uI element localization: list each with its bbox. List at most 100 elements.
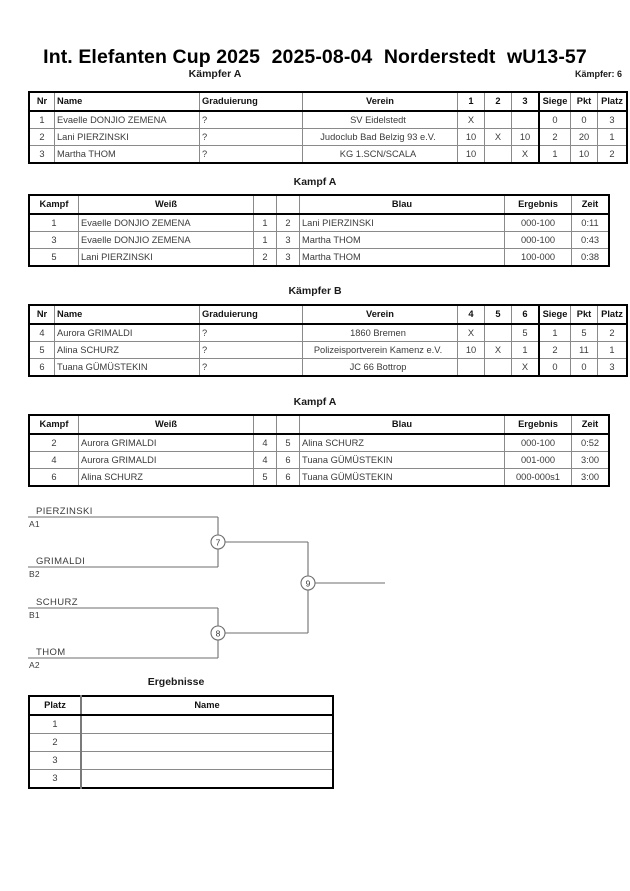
kampf-a2-table: Kampf Weiß Blau Ergebnis Zeit 2 Aurora G… (28, 414, 610, 487)
col-score-5: 5 (484, 305, 512, 325)
cell-weiss: Alina SCHURZ (78, 468, 254, 486)
cell-num-weiss: 1 (253, 214, 277, 232)
cell-num-blau: 6 (276, 468, 300, 486)
cell-siege: 0 (539, 358, 571, 376)
cell-nr: 3 (29, 145, 55, 163)
cell-score-4: X (457, 324, 485, 342)
col-nr: Nr (29, 305, 55, 325)
col-siege: Siege (539, 92, 571, 112)
cell-score-6: 5 (511, 324, 540, 342)
cell-nr: 1 (29, 111, 55, 129)
cell-score-3 (511, 111, 540, 129)
cell-ergebnis: 100-000 (504, 248, 572, 266)
col-graduierung: Graduierung (199, 305, 303, 325)
cell-name: Martha THOM (54, 145, 200, 163)
bracket-slot-name: THOM (36, 647, 66, 658)
cell-graduierung: ? (199, 111, 303, 129)
bracket-slot-code: B2 (29, 569, 40, 579)
cell-score-2 (484, 111, 512, 129)
bracket-match-number: 7 (216, 538, 221, 548)
col-platz: Platz (597, 92, 627, 112)
cell-kampf: 4 (29, 451, 79, 469)
col-name: Name (81, 696, 333, 716)
col-score-2: 2 (484, 92, 512, 112)
cell-platz: 2 (597, 324, 627, 342)
pool-a-table: Nr Name Graduierung Verein 1 2 3 Siege P… (28, 91, 628, 164)
cell-platz: 2 (29, 733, 82, 752)
col-num-blau (276, 195, 300, 215)
cell-nr: 2 (29, 128, 55, 146)
col-kampf: Kampf (29, 195, 79, 215)
cell-score-2 (484, 145, 512, 163)
bracket-slot-code: B1 (29, 610, 40, 620)
cell-graduierung: ? (199, 324, 303, 342)
cell-platz: 3 (609, 362, 615, 372)
cell-num-blau: 2 (276, 214, 300, 232)
cell-platz: 3 (29, 751, 82, 770)
event-name: Int. Elefanten Cup 2025 (43, 46, 261, 68)
pool-b-table: Nr Name Graduierung Verein 4 5 6 Siege P… (28, 304, 628, 377)
cell-num-weiss: 5 (253, 468, 277, 486)
event-category: wU13-57 (507, 46, 587, 68)
table-header-row: Platz Name (29, 696, 333, 716)
col-score-1: 1 (457, 92, 485, 112)
table-row: 2 Aurora GRIMALDI 4 5 Alina SCHURZ 000-1… (29, 434, 609, 452)
bracket-slot-code: A2 (29, 660, 40, 670)
cell-score-6: 1 (511, 341, 540, 359)
cell-verein: JC 66 Bottrop (302, 358, 458, 376)
cell-nr: 6 (29, 358, 55, 376)
cell-num-blau: 3 (276, 231, 300, 249)
table-row: 3 Evaelle DONJIO ZEMENA 1 3 Martha THOM … (29, 231, 609, 249)
cell-siege: 0 (539, 111, 571, 129)
cell-platz: 1 (597, 128, 627, 146)
cell-blau: Alina SCHURZ (299, 434, 505, 452)
cell-ergebnis: 000-100 (504, 231, 572, 249)
cell-name[interactable] (81, 733, 333, 752)
cell-zeit: 0:43 (571, 231, 609, 249)
col-verein: Verein (302, 305, 458, 325)
cell-ergebnis: 000-000s1 (504, 468, 572, 486)
table-row: 2 Lani PIERZINSKI ? Judoclub Bad Belzig … (29, 128, 627, 146)
cell-siege: 1 (539, 324, 571, 342)
cell-graduierung: ? (199, 341, 303, 359)
cell-score-3: 10 (511, 128, 540, 146)
cell-blau: Martha THOM (299, 231, 505, 249)
cell-verein: 1860 Bremen (302, 324, 458, 342)
kampf-a1-table: Kampf Weiß Blau Ergebnis Zeit 1 Evaelle … (28, 194, 610, 267)
col-zeit: Zeit (571, 195, 609, 215)
col-verein: Verein (302, 92, 458, 112)
cell-nr: 5 (29, 341, 55, 359)
cell-ergebnis: 001-000 (504, 451, 572, 469)
cell-weiss: Aurora GRIMALDI (78, 451, 254, 469)
cell-zeit: 0:11 (571, 214, 609, 232)
elimination-bracket: 7 8 9 PIERZINSKI A1 GRIMALDI B2 SCHURZ B… (0, 495, 420, 670)
cell-pkt: 10 (570, 145, 598, 163)
cell-blau: Tuana GÜMÜSTEKIN (299, 468, 505, 486)
cell-name[interactable] (81, 715, 333, 734)
cell-name[interactable] (81, 751, 333, 770)
bracket-slot-name: SCHURZ (36, 597, 78, 608)
cell-verein: SV Eidelstedt (302, 111, 458, 129)
col-weiss: Weiß (78, 415, 254, 435)
event-date: 2025-08-04 (271, 46, 373, 68)
col-nr: Nr (29, 92, 55, 112)
cell-name: Aurora GRIMALDI (54, 324, 200, 342)
kampf-a1-caption: Kampf A (293, 176, 337, 188)
cell-weiss: Evaelle DONJIO ZEMENA (78, 214, 254, 232)
table-row: 1 (29, 715, 333, 734)
table-header-row: Kampf Weiß Blau Ergebnis Zeit (29, 415, 609, 435)
table-row: 4 Aurora GRIMALDI ? 1860 Bremen X 5 1 5 … (29, 324, 627, 342)
col-blau: Blau (299, 195, 505, 215)
table-row: 1 Evaelle DONJIO ZEMENA ? SV Eidelstedt … (29, 111, 627, 129)
cell-name[interactable] (81, 770, 333, 789)
cell-num-weiss: 4 (253, 451, 277, 469)
cell-siege: 2 (539, 341, 571, 359)
cell-graduierung: ? (199, 145, 303, 163)
cell-graduierung: ? (199, 358, 303, 376)
col-score-3: 3 (511, 92, 540, 112)
col-score-6: 6 (511, 305, 540, 325)
cell-verein: Polizeisportverein Kamenz e.V. (302, 341, 458, 359)
cell-kampf: 3 (29, 231, 79, 249)
col-zeit: Zeit (571, 415, 609, 435)
bracket-slot-name: GRIMALDI (36, 556, 85, 567)
